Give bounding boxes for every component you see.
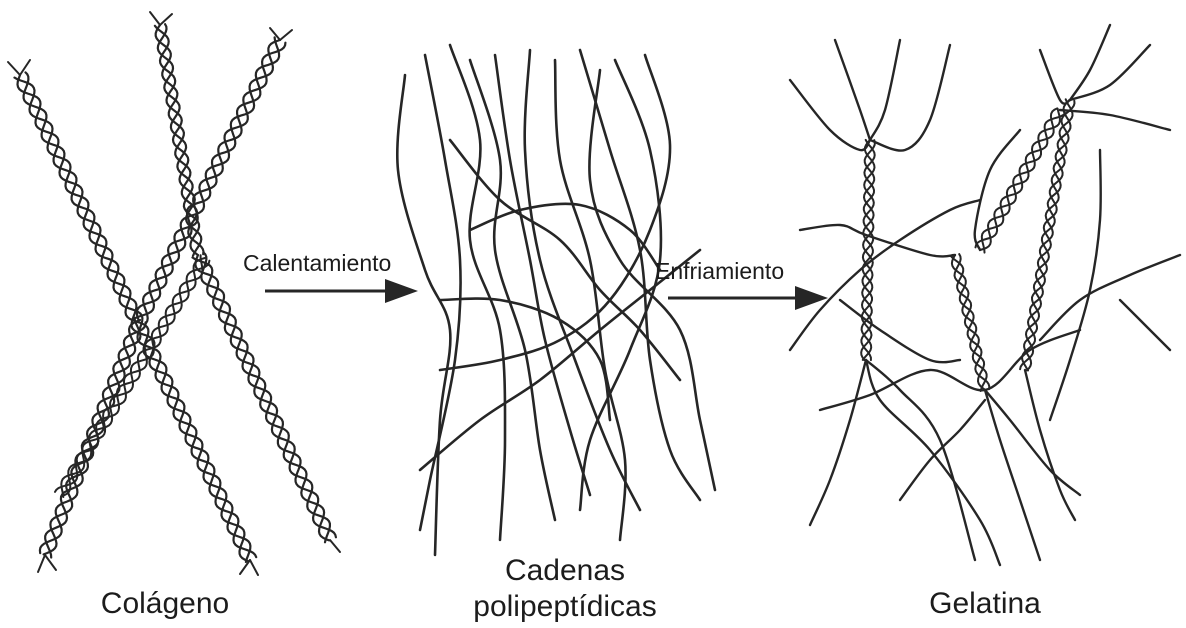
polypeptide-chain — [555, 60, 626, 540]
polypeptide-chain — [420, 55, 461, 530]
polypeptide-chain — [495, 55, 590, 495]
polypeptide-chain — [440, 299, 610, 420]
gelatin-chain — [1070, 45, 1150, 100]
gelatin-chain — [1040, 255, 1180, 340]
chains-label-line1: Cadenas — [440, 553, 690, 589]
gelatin-chain — [840, 300, 960, 362]
collagen-label: Colágeno — [40, 586, 290, 622]
cooling-arrow — [668, 286, 828, 310]
helix-fray — [160, 14, 172, 25]
gelatin-chain — [1025, 370, 1075, 520]
gelatin-chain — [1060, 110, 1170, 130]
gelatin-chain — [790, 80, 870, 150]
cooling-label: Enfriamiento — [655, 258, 784, 285]
gelatin-chain — [1120, 300, 1170, 350]
helix-fray — [280, 30, 292, 40]
gelatin-chain — [800, 225, 955, 257]
collagen-triple-helices — [8, 12, 340, 575]
gelatin-chain — [1040, 50, 1070, 104]
gelatin-network — [790, 25, 1180, 565]
polypeptide-chains — [397, 45, 715, 555]
gelatin-chain — [985, 390, 1040, 560]
gelatin-chain — [900, 400, 985, 500]
helix-strand — [61, 261, 209, 497]
helix-fray — [150, 12, 160, 25]
helix-strand — [143, 37, 279, 323]
chains-label-line2: polipeptídicas — [440, 589, 690, 625]
heating-label: Calentamiento — [243, 250, 391, 277]
gelatin-chain — [820, 330, 1080, 410]
polypeptide-chain — [470, 60, 555, 520]
heating-arrow — [265, 279, 418, 303]
gelatin-chain — [835, 40, 870, 140]
gelatin-chain — [870, 45, 950, 151]
helix-strand — [955, 254, 986, 390]
helix-fray — [250, 560, 258, 575]
gelatin-chain — [790, 200, 980, 350]
gelatin-label: Gelatina — [860, 586, 1110, 622]
helix-fray — [330, 540, 340, 552]
gelatin-chain — [810, 360, 866, 525]
gelatin-chain — [870, 40, 900, 140]
polypeptide-chain — [450, 45, 505, 540]
polypeptide-chains-label: Cadenas polipeptídicas — [440, 553, 690, 625]
helix-fray — [38, 555, 45, 572]
helix-fray — [8, 62, 20, 75]
